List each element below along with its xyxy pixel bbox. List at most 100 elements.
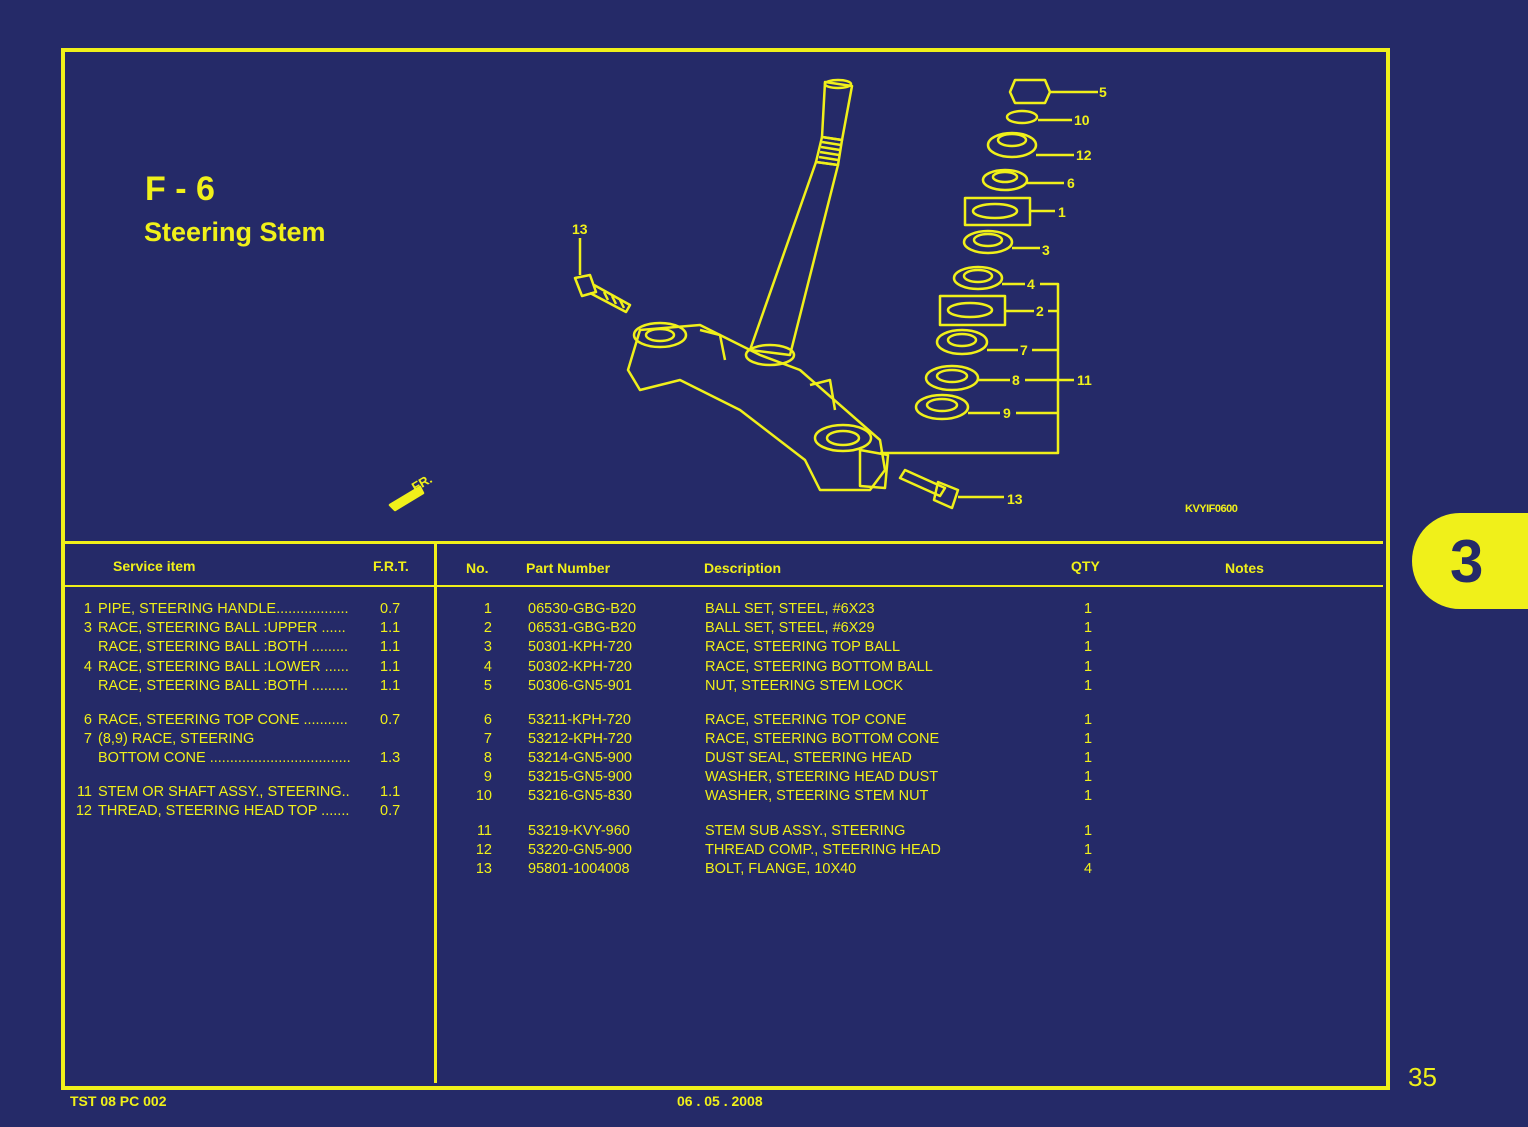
part-desc: BOLT, FLANGE, 10X40 bbox=[705, 861, 857, 877]
service-num: 11 bbox=[76, 784, 92, 800]
service-desc: (8,9) RACE, STEERING bbox=[98, 731, 255, 747]
callout-label: 9 bbox=[1003, 405, 1011, 421]
service-num: 7 bbox=[83, 731, 92, 747]
part-number: 53219-KVY-960 bbox=[528, 823, 630, 839]
part-qty: 1 bbox=[1084, 620, 1093, 636]
page-number: 35 bbox=[1408, 1062, 1437, 1092]
callout-label: 4 bbox=[1027, 276, 1035, 292]
part-desc: RACE, STEERING TOP BALL bbox=[705, 639, 901, 655]
callout-label: 13 bbox=[1007, 491, 1023, 507]
part-no: 5 bbox=[483, 678, 492, 694]
page-frame bbox=[61, 48, 1390, 1090]
footer-doc-code: TST 08 PC 002 bbox=[70, 1093, 167, 1109]
part-qty: 1 bbox=[1084, 788, 1093, 804]
service-desc: PIPE, STEERING HANDLE.................. bbox=[98, 601, 349, 617]
service-num: 1 bbox=[83, 601, 92, 617]
description-header: Description bbox=[704, 560, 782, 576]
part-no: 8 bbox=[483, 750, 492, 766]
part-desc: THREAD COMP., STEERING HEAD bbox=[705, 842, 941, 858]
part-desc: BALL SET, STEEL, #6X23 bbox=[705, 601, 875, 617]
service-desc: STEM OR SHAFT ASSY., STEERING.. bbox=[98, 784, 350, 800]
service-frt: 0.7 bbox=[380, 803, 401, 819]
part-no: 13 bbox=[475, 861, 492, 877]
part-desc: WASHER, STEERING STEM NUT bbox=[705, 788, 929, 804]
part-desc: DUST SEAL, STEERING HEAD bbox=[705, 750, 912, 766]
part-qty: 1 bbox=[1084, 712, 1093, 728]
part-number: 95801-1004008 bbox=[528, 861, 630, 877]
part-qty: 1 bbox=[1084, 678, 1093, 694]
part-desc: NUT, STEERING STEM LOCK bbox=[705, 678, 904, 694]
part-number: 53215-GN5-900 bbox=[528, 769, 632, 785]
part-qty: 1 bbox=[1084, 823, 1093, 839]
exploded-diagram: 5 10 12 6 1 3 4 2 7 8 9 11 13 13 FR. bbox=[388, 78, 1107, 512]
part-no: 11 bbox=[476, 823, 492, 839]
part-no: 2 bbox=[483, 620, 492, 636]
part-number: 53214-GN5-900 bbox=[528, 750, 632, 766]
service-desc: RACE, STEERING BALL :BOTH ......... bbox=[98, 639, 349, 655]
part-no: 7 bbox=[483, 731, 492, 747]
part-no: 6 bbox=[483, 712, 492, 728]
illustration-code: KVYIF0600 bbox=[1185, 503, 1238, 515]
callout-label: 11 bbox=[1077, 372, 1092, 388]
part-number: 50306-GN5-901 bbox=[528, 678, 632, 694]
callout-label: 7 bbox=[1020, 342, 1028, 358]
part-no: 12 bbox=[475, 842, 492, 858]
service-desc: BOTTOM CONE ............................… bbox=[98, 750, 351, 766]
service-frt: 1.1 bbox=[380, 678, 401, 694]
service-frt: 1.1 bbox=[380, 639, 401, 655]
service-frt: 0.7 bbox=[380, 712, 401, 728]
footer-date: 06 . 05 . 2008 bbox=[677, 1093, 763, 1109]
callout-label: 3 bbox=[1042, 242, 1050, 258]
section-tab-label: 3 bbox=[1450, 528, 1484, 595]
section-tab[interactable]: 3 bbox=[1412, 513, 1528, 609]
service-desc: RACE, STEERING BALL :LOWER ...... bbox=[98, 659, 349, 675]
part-no: 9 bbox=[483, 769, 492, 785]
part-qty: 1 bbox=[1084, 601, 1093, 617]
service-num: 4 bbox=[83, 659, 92, 675]
service-frt: 1.1 bbox=[380, 620, 401, 636]
part-desc: RACE, STEERING BOTTOM CONE bbox=[705, 731, 940, 747]
service-frt: 1.1 bbox=[380, 784, 401, 800]
figure-title: Steering Stem bbox=[144, 217, 326, 247]
qty-header: QTY bbox=[1071, 558, 1100, 574]
service-num: 12 bbox=[75, 803, 92, 819]
service-frt: 1.3 bbox=[380, 750, 401, 766]
part-qty: 1 bbox=[1084, 731, 1093, 747]
service-desc: THREAD, STEERING HEAD TOP ....... bbox=[98, 803, 350, 819]
callout-label: 6 bbox=[1067, 175, 1075, 191]
service-frt: 1.1 bbox=[380, 659, 401, 675]
part-no: 3 bbox=[483, 639, 492, 655]
part-number: 50301-KPH-720 bbox=[528, 639, 632, 655]
part-number: 53220-GN5-900 bbox=[528, 842, 632, 858]
part-number-header: Part Number bbox=[526, 560, 611, 576]
no-header: No. bbox=[466, 560, 489, 576]
service-desc: RACE, STEERING TOP CONE ........... bbox=[98, 712, 348, 728]
part-desc: RACE, STEERING TOP CONE bbox=[705, 712, 907, 728]
service-num: 3 bbox=[83, 620, 92, 636]
part-no: 10 bbox=[475, 788, 492, 804]
divider bbox=[63, 541, 1383, 544]
divider bbox=[63, 585, 1383, 587]
callout-label: 8 bbox=[1012, 372, 1020, 388]
part-number: 06530-GBG-B20 bbox=[528, 601, 637, 617]
part-desc: STEM SUB ASSY., STEERING bbox=[705, 823, 906, 839]
column-divider bbox=[434, 543, 437, 1083]
service-item-header: Service item bbox=[113, 558, 196, 574]
part-qty: 1 bbox=[1084, 750, 1093, 766]
part-no: 4 bbox=[483, 659, 492, 675]
callout-label: 12 bbox=[1076, 147, 1092, 163]
callout-label: 1 bbox=[1058, 204, 1066, 220]
service-desc: RACE, STEERING BALL :BOTH ......... bbox=[98, 678, 349, 694]
part-number: 53211-KPH-720 bbox=[528, 712, 631, 728]
part-number: 06531-GBG-B20 bbox=[528, 620, 637, 636]
part-number: 53212-KPH-720 bbox=[528, 731, 632, 747]
figure-code: F - 6 bbox=[145, 170, 215, 208]
part-no: 1 bbox=[483, 601, 492, 617]
part-desc: WASHER, STEERING HEAD DUST bbox=[705, 769, 939, 785]
part-desc: BALL SET, STEEL, #6X29 bbox=[705, 620, 875, 636]
part-desc: RACE, STEERING BOTTOM BALL bbox=[705, 659, 933, 675]
part-qty: 1 bbox=[1084, 769, 1093, 785]
service-desc: RACE, STEERING BALL :UPPER ...... bbox=[98, 620, 346, 636]
service-frt: 0.7 bbox=[380, 601, 401, 617]
part-qty: 1 bbox=[1084, 639, 1093, 655]
